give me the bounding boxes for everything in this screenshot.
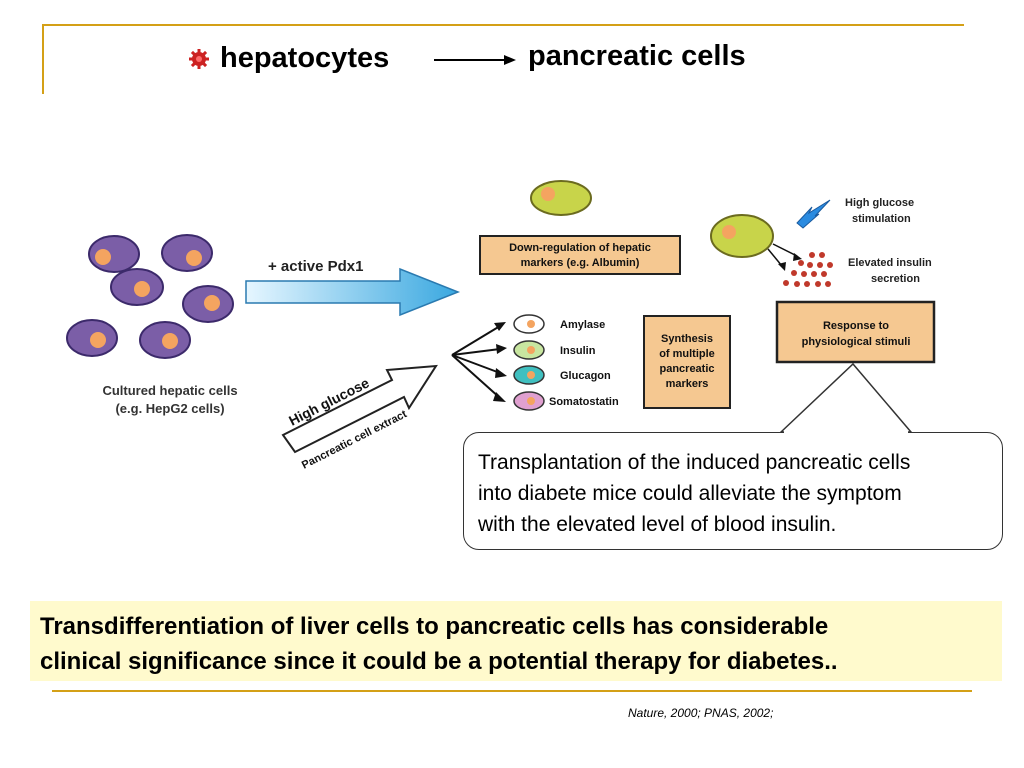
hepatic-cell <box>88 235 140 273</box>
insulin-line-1: Elevated insulin <box>848 257 932 269</box>
conclusion-line: clinical significance since it could be … <box>40 648 838 675</box>
stimulation-line-1: High glucose <box>845 197 914 209</box>
differentiated-cell-top <box>530 180 592 216</box>
lightning-bolt-icon <box>796 199 831 229</box>
marker-label-amylase: Amylase <box>560 319 605 331</box>
marker-label-somatostatin: Somatostatin <box>549 396 619 408</box>
hepatic-cell <box>161 234 213 272</box>
marker-somatostatin <box>513 391 545 411</box>
right-arrow-icon <box>434 55 516 65</box>
downregulation-box <box>479 235 681 275</box>
insulin-secreting-cell <box>710 214 774 258</box>
marker-insulin <box>513 340 545 360</box>
marker-glucagon <box>513 365 545 385</box>
slide-bottom-rule <box>52 690 972 692</box>
transplantation-callout: Transplantation of the induced pancreati… <box>463 432 1003 550</box>
hepatic-cell <box>182 285 234 323</box>
hepatic-cell <box>110 268 164 306</box>
insulin-line-2: secretion <box>871 273 920 285</box>
hepatic-cell-cluster <box>66 234 234 359</box>
marker-label-insulin: Insulin <box>560 345 596 357</box>
insulin-granules <box>783 252 833 287</box>
response-line-1: Response to <box>823 320 889 332</box>
callout-line: Transplantation of the induced pancreati… <box>478 451 911 474</box>
response-box <box>775 300 936 364</box>
hepatic-cell <box>139 321 191 359</box>
title-pancreatic-cells: pancreatic cells <box>528 40 746 72</box>
callout-line: with the elevated level of blood insulin… <box>478 513 837 536</box>
synthesis-line-2: of multiple <box>659 348 715 360</box>
slide-top-rule <box>42 24 964 26</box>
callout-pointer <box>779 362 913 433</box>
marker-label-glucagon: Glucagon <box>560 370 611 382</box>
cultured-cells-label-2: (e.g. HepG2 cells) <box>115 401 224 416</box>
synthesis-line-1: Synthesis <box>661 333 713 345</box>
pancreatic-extract-arrow <box>281 364 438 454</box>
pdx1-arrow <box>245 267 461 317</box>
callout-line: into diabete mice could alleviate the sy… <box>478 482 902 505</box>
red-gear-bullet-icon <box>189 49 209 69</box>
transdifferentiation-diagram: Cultured hepatic cells (e.g. HepG2 cells… <box>66 180 936 472</box>
marker-fan-arrows <box>451 325 501 399</box>
downregulation-line-1: Down-regulation of hepatic <box>509 242 651 254</box>
callout-pointer-join <box>784 431 908 434</box>
cultured-cells-label-1: Cultured hepatic cells <box>102 383 237 398</box>
marker-amylase <box>513 314 545 334</box>
secretion-arrows <box>767 243 798 267</box>
pdx1-label: + active Pdx1 <box>268 258 363 275</box>
conclusion-line: Transdifferentiation of liver cells to p… <box>40 613 829 640</box>
synthesis-line-4: markers <box>666 378 709 390</box>
title-hepatocytes: hepatocytes <box>220 42 390 74</box>
stimulation-line-2: stimulation <box>852 213 911 225</box>
downregulation-line-2: markers (e.g. Albumin) <box>521 257 640 269</box>
synthesis-box <box>643 315 731 409</box>
synthesis-line-3: pancreatic <box>659 363 714 375</box>
slide-left-rule <box>42 24 44 94</box>
conclusion-box: Transdifferentiation of liver cells to p… <box>30 601 1002 681</box>
response-line-2: physiological stimuli <box>802 336 911 348</box>
hepatic-cell <box>66 319 118 357</box>
reference-citation: Nature, 2000; PNAS, 2002; <box>628 706 774 720</box>
